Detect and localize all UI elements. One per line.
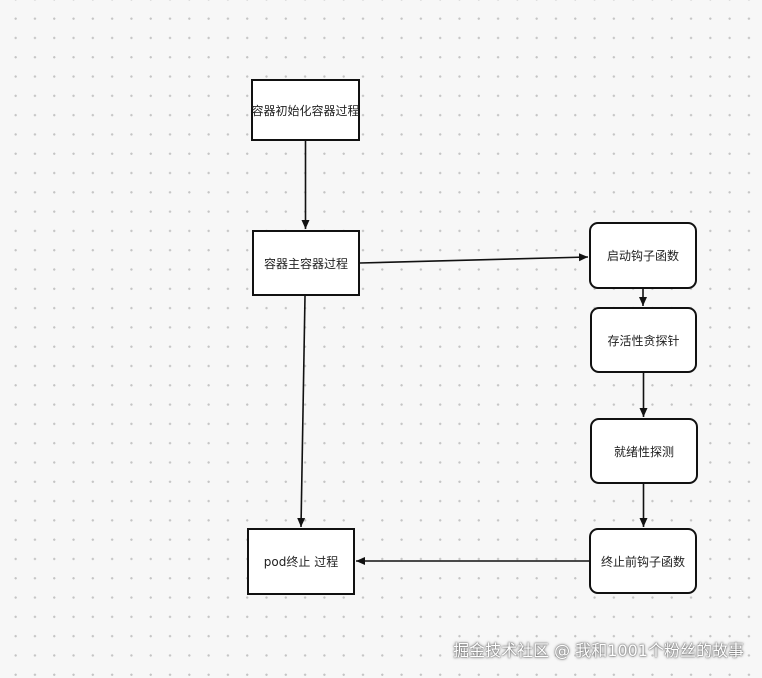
node-pod-termination-process[interactable]: pod终止 过程 xyxy=(247,528,355,595)
node-readiness-probe[interactable]: 就绪性探测 xyxy=(590,418,698,484)
node-label: 容器主容器过程 xyxy=(263,256,348,271)
watermark: 掘金技术社区 @ 我和1001个粉丝的故事 xyxy=(453,641,744,660)
node-label: 终止前钩子函数 xyxy=(600,554,685,569)
edge-main-to-post-start xyxy=(359,253,589,264)
node-post-start-hook[interactable]: 启动钩子函数 xyxy=(589,222,697,289)
node-label: 就绪性探测 xyxy=(613,444,674,459)
node-label: 启动钩子函数 xyxy=(606,249,679,263)
node-main-container-process[interactable]: 容器主容器过程 xyxy=(252,230,360,296)
node-label: pod终止 过程 xyxy=(263,555,339,569)
node-liveness-probe[interactable]: 存活性贪探针 xyxy=(590,307,697,373)
node-label: 存活性贪探针 xyxy=(607,333,680,348)
node-label: 容器初始化容器过程 xyxy=(251,103,360,118)
node-pre-stop-hook[interactable]: 终止前钩子函数 xyxy=(589,528,697,594)
node-init-container-process[interactable]: 容器初始化容器过程 xyxy=(251,79,360,141)
edge-main-to-termination xyxy=(297,295,306,528)
